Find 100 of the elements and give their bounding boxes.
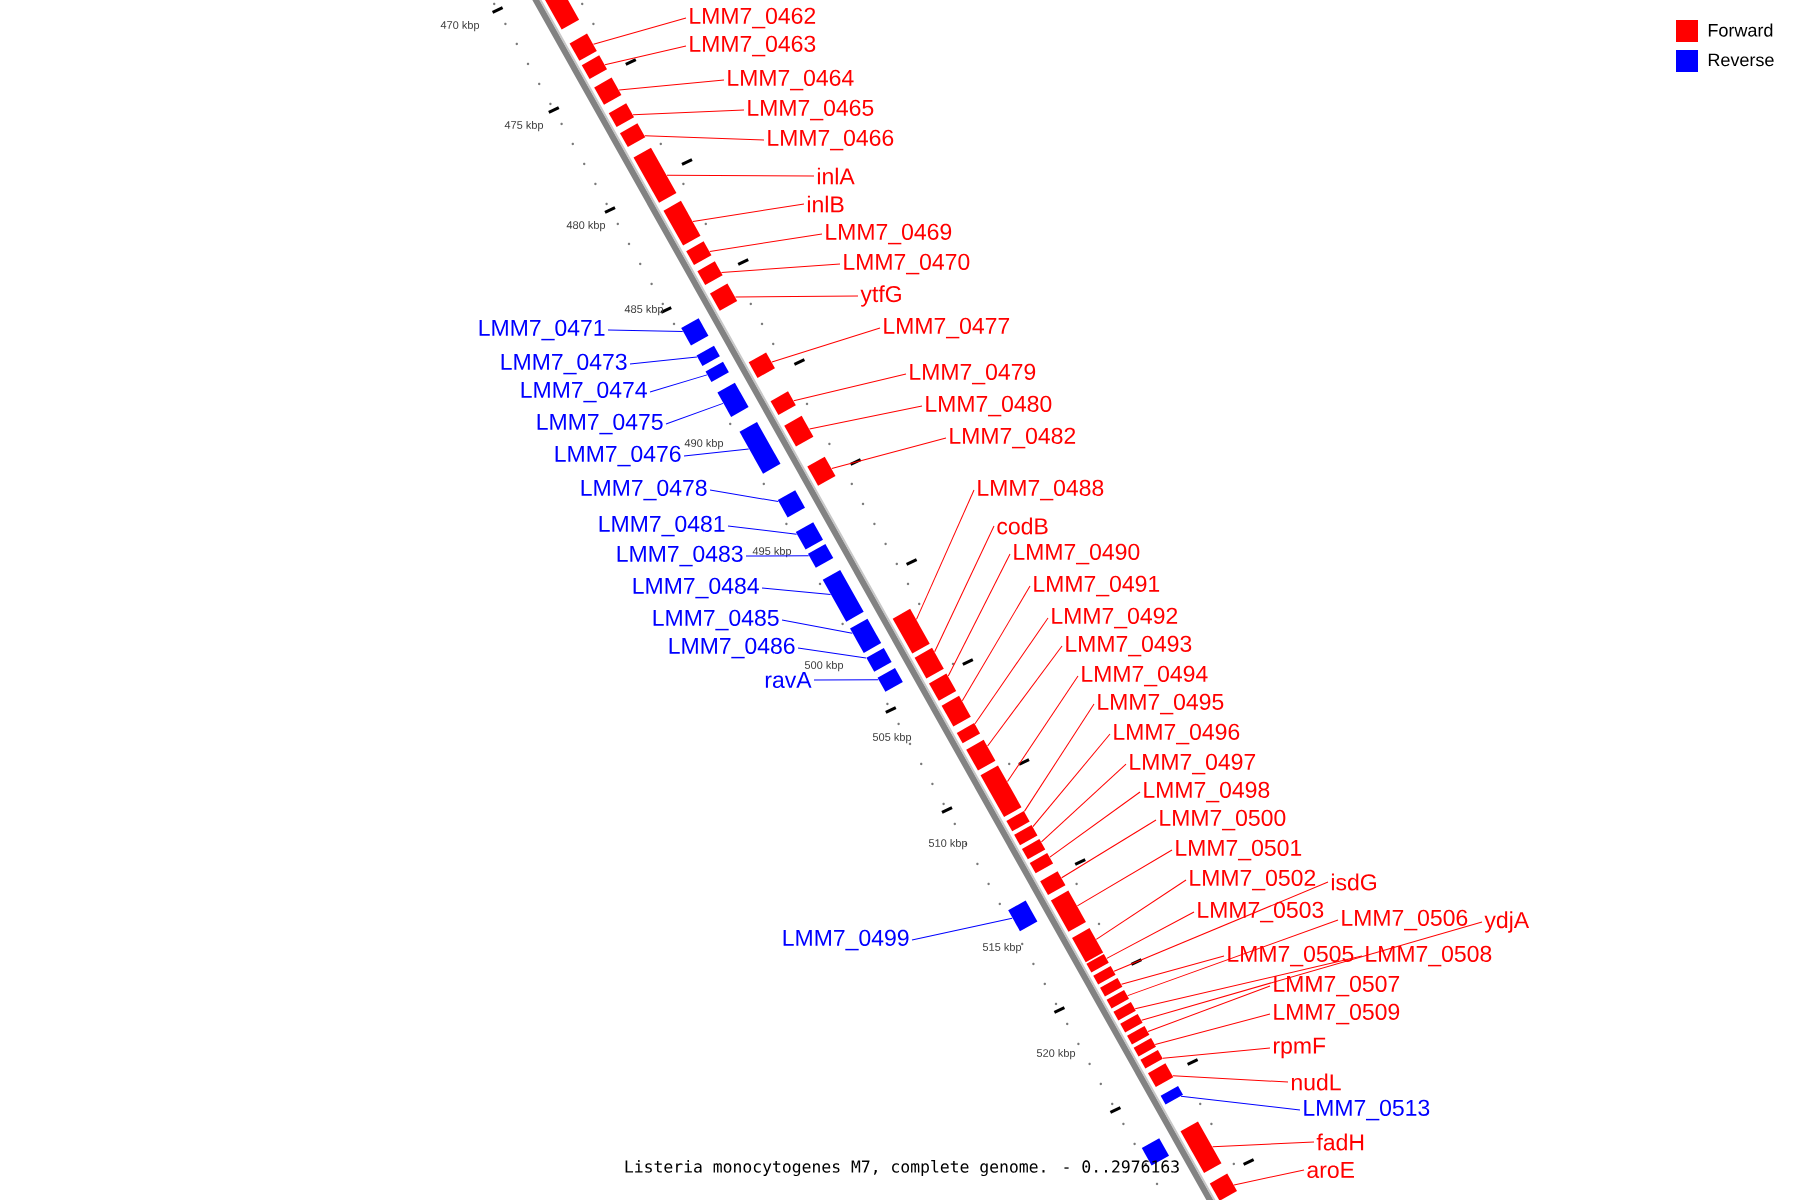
leader-line [831, 437, 947, 469]
gene-label: ydjA [1484, 911, 1530, 933]
leader-line [1113, 881, 1329, 972]
leader-line [692, 203, 805, 222]
gene-bar [681, 318, 709, 346]
leader-line [781, 619, 853, 634]
gene-bar [710, 283, 738, 311]
leader-line [734, 295, 859, 298]
gene-bar [929, 673, 957, 701]
gene-label: LMM7_0482 [950, 427, 1076, 449]
gene-bar [877, 667, 903, 692]
gene-label: LMM7_0488 [978, 479, 1104, 501]
leader-line [793, 373, 907, 402]
gene-bar [1100, 977, 1123, 997]
gene-label: LMM7_0473 [501, 353, 627, 375]
gene-bar [663, 200, 701, 246]
gene-label: LMM7_0476 [555, 445, 681, 467]
gene-label: LMM7_0463 [690, 35, 816, 57]
leader-line [1007, 675, 1079, 782]
gene-label: LMM7_0500 [1160, 809, 1286, 831]
gene-label: isdG [1331, 873, 1376, 891]
leader-line [632, 109, 745, 116]
gene-label: LMM7_0498 [1144, 781, 1270, 803]
leader-line [709, 233, 823, 252]
leader-line [987, 645, 1063, 747]
gene-bar [717, 382, 749, 417]
gene-label: LMM7_0484 [633, 577, 759, 599]
gene-label: inlB [807, 195, 844, 213]
gene-label: LMM7_0495 [1098, 693, 1224, 715]
gene-bar [619, 123, 646, 148]
leader-line [961, 585, 1031, 702]
caption: Listeria monocytogenes M7, complete genome. - 0..2976163 [625, 1160, 1179, 1177]
gene-bar [1029, 853, 1054, 874]
gene-label: LMM7_0475 [537, 413, 663, 435]
gene-bar [633, 147, 677, 203]
leader-line [629, 356, 698, 365]
gene-label: LMM7_0464 [728, 69, 854, 91]
gene-label: codB [997, 517, 1048, 535]
leader-line [1172, 1075, 1289, 1083]
leader-line [720, 263, 841, 273]
gene-label: inlA [817, 167, 855, 185]
gene-label: LMM7_0480 [926, 395, 1052, 417]
leader-line [797, 647, 867, 659]
leader-line [649, 374, 708, 393]
gene-label: LMM7_0507 [1274, 975, 1400, 997]
leader-line [809, 405, 923, 430]
gene-label: fadH [1316, 1133, 1364, 1151]
leader-line [1049, 791, 1141, 858]
leader-line [727, 525, 798, 535]
gene-bar [866, 647, 892, 672]
gene-bar [807, 543, 834, 568]
leader-line [604, 45, 687, 66]
gene-bar [1050, 890, 1086, 932]
gene-bar [914, 647, 944, 679]
gene-label: aroE [1307, 1162, 1354, 1179]
leader-line [1023, 703, 1095, 812]
gene-label: LMM7_0474 [521, 381, 647, 403]
gene-label: nudL [1291, 1073, 1341, 1091]
leader-line [911, 917, 1013, 941]
leader-line [1106, 911, 1195, 959]
gene-bar [892, 608, 930, 654]
gene-bar [1120, 1013, 1143, 1033]
leader-line [1040, 763, 1127, 843]
gene-label: LMM7_0506 [1342, 909, 1468, 931]
gene-label: LMM7_0509 [1274, 1003, 1400, 1025]
gene-bar [581, 55, 608, 80]
leader-line [1076, 849, 1173, 907]
leader-line [1032, 733, 1111, 828]
gene-label: LMM7_0486 [669, 637, 795, 659]
leader-line [974, 617, 1049, 725]
gene-bar [1209, 1173, 1237, 1200]
gene-bar [941, 695, 971, 727]
gene-label: LMM7_0502 [1190, 869, 1316, 891]
gene-label: LMM7_0465 [748, 99, 874, 121]
gene-bar [770, 391, 796, 416]
gene-label: LMM7_0497 [1130, 753, 1256, 775]
gene-bar [850, 618, 882, 653]
leader-line [1162, 1047, 1271, 1059]
gene-bar [980, 765, 1022, 818]
leader-line [947, 553, 1011, 677]
gene-label: LMM7_0485 [653, 609, 779, 631]
leader-line [1212, 1141, 1315, 1148]
gene-label: LMM7_0477 [884, 317, 1010, 339]
leader-line [813, 679, 879, 681]
gene-bar [1106, 989, 1129, 1009]
gene-bar [1093, 965, 1116, 985]
gene-bar [696, 345, 720, 366]
gene-bar [1180, 1121, 1222, 1174]
gene-bar [1147, 1063, 1174, 1088]
leader-line [1180, 1095, 1301, 1111]
gene-bar [686, 241, 712, 266]
gene-label: LMM7_0479 [910, 363, 1036, 385]
leader-line [593, 17, 687, 45]
leader-line [1095, 879, 1187, 940]
gene-label: ravA [765, 672, 812, 689]
gene-label: LMM7_0478 [581, 479, 707, 501]
gene-bar [1113, 1001, 1136, 1021]
gene-bar [594, 77, 622, 105]
gene-label: rpmF [1273, 1037, 1326, 1059]
gene-label: LMM7_0491 [1034, 575, 1160, 597]
